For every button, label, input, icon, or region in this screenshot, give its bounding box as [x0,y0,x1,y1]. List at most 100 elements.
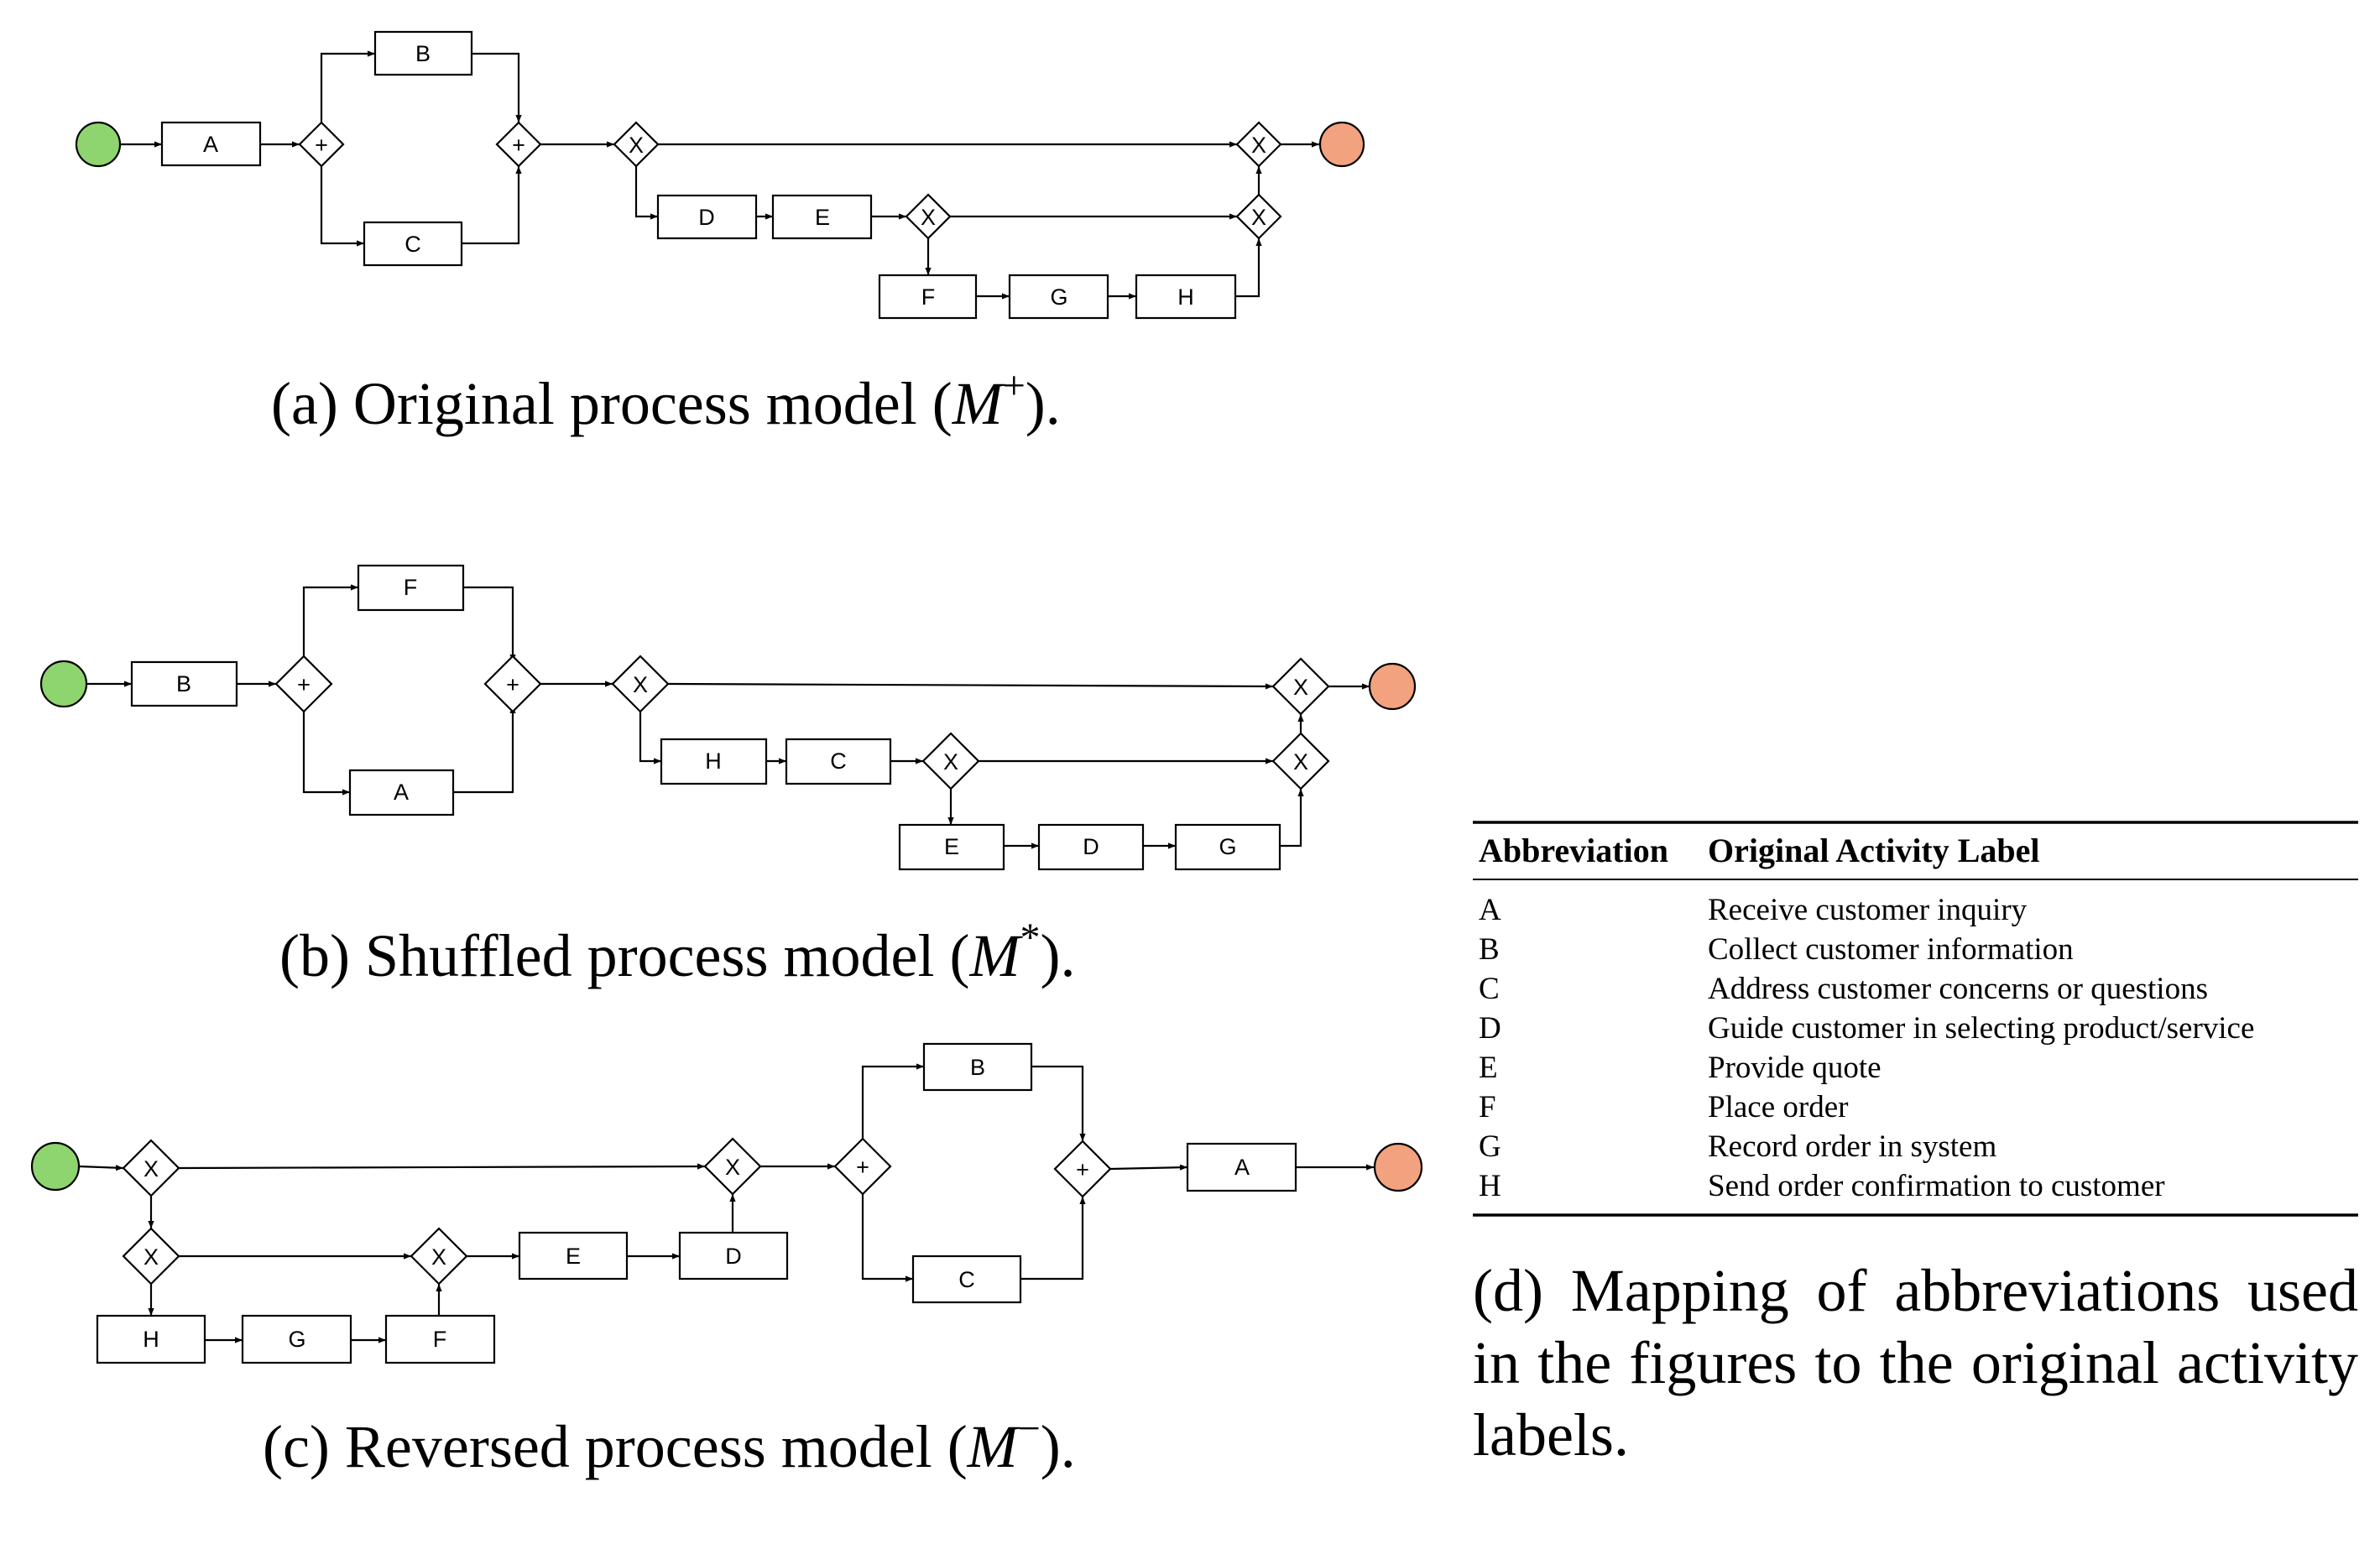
svg-text:D: D [698,205,715,230]
svg-text:D: D [725,1244,742,1269]
svg-text:E: E [815,205,830,230]
svg-text:H: H [143,1327,159,1352]
svg-text:+: + [856,1155,869,1180]
caption-original-model: (a) Original process model (M+). [271,363,1061,437]
svg-text:B: B [176,671,191,696]
exclusive-gateway: X [1271,732,1330,790]
activity-box: E [898,823,1005,871]
svg-text:B: B [415,41,431,66]
activity-box: A [160,121,262,167]
svg-text:Collect customer information: Collect customer information [1708,932,2074,967]
start-event [39,660,88,708]
svg-text:B: B [1479,932,1500,967]
activity-box: B [373,30,473,76]
svg-text:+: + [1076,1157,1089,1182]
end-event [1368,662,1417,711]
activity-box: C [363,221,463,267]
activity-box: C [911,1254,1022,1304]
svg-text:H: H [1177,284,1194,310]
table-header-abbreviation: Abbreviation [1479,832,1668,869]
svg-text:F: F [404,575,418,600]
svg-text:X: X [725,1155,740,1180]
exclusive-gateway: X [613,121,660,168]
exclusive-gateway: X [1271,657,1330,716]
end-event [1318,121,1365,168]
table-row: G Record order in system [1479,1129,1996,1164]
svg-text:X: X [431,1244,446,1270]
svg-text:H: H [1479,1169,1501,1203]
parallel-gateway: + [274,655,333,713]
svg-text:G: G [1050,284,1067,310]
activity-box: B [922,1042,1033,1092]
svg-text:X: X [943,749,958,775]
table-row: F Place order [1479,1090,1848,1124]
svg-text:D: D [1083,834,1099,859]
activity-box: B [130,660,238,707]
svg-text:C: C [958,1267,975,1292]
svg-text:A: A [203,132,218,157]
table-row: C Address customer concerns or questions [1479,972,2208,1006]
parallel-gateway: + [483,655,542,713]
svg-text:E: E [566,1244,581,1269]
activity-box: G [1174,823,1281,871]
svg-text:X: X [633,672,648,697]
svg-text:G: G [1219,834,1236,859]
activity-box: G [241,1314,352,1364]
activity-box: H [660,738,768,785]
activity-box: D [678,1231,789,1281]
svg-text:+: + [315,133,328,158]
svg-text:F: F [1479,1090,1496,1124]
activity-box: F [878,274,978,320]
svg-text:X: X [144,1244,159,1270]
activity-box: E [518,1231,629,1281]
exclusive-gateway: X [611,655,670,713]
svg-text:C: C [404,232,421,257]
parallel-gateway: + [495,121,542,168]
exclusive-gateway: X [410,1227,468,1286]
svg-text:+: + [506,672,519,697]
parallel-gateway: + [298,121,345,168]
svg-text:C: C [830,749,847,774]
activity-box: H [1135,274,1237,320]
table-row: B Collect customer information [1479,932,2074,967]
caption-mapping-table: (d) Mapping of abbreviations used in the… [1473,1257,2358,1468]
start-event [75,121,122,168]
svg-text:Send order confirmation to cus: Send order confirmation to customer [1708,1169,2165,1203]
svg-text:Place order: Place order [1708,1090,1848,1124]
svg-text:Guide customer in selecting pr: Guide customer in selecting product/serv… [1708,1011,2254,1046]
start-event [30,1141,81,1192]
diagram-original-model: A B C D E F G H + + X X X X [75,30,1365,320]
svg-text:Receive customer inquiry: Receive customer inquiry [1708,893,2028,927]
activity-box: D [656,194,758,240]
svg-text:G: G [1479,1129,1501,1164]
parallel-gateway: + [833,1137,892,1196]
exclusive-gateway: X [703,1137,762,1196]
svg-text:H: H [705,749,722,774]
svg-text:X: X [1251,133,1266,158]
svg-text:Address customer concerns or q: Address customer concerns or questions [1708,972,2208,1006]
svg-text:Record order in system: Record order in system [1708,1129,1996,1164]
svg-text:A: A [1234,1155,1250,1180]
table-row: H Send order confirmation to customer [1479,1169,2165,1203]
exclusive-gateway: X [122,1139,180,1197]
parallel-gateway: + [1053,1140,1112,1198]
svg-text:B: B [970,1055,985,1080]
diagram-shuffled-model: B F A H C E D G + + X X X X [39,564,1417,871]
activity-box: D [1037,823,1145,871]
diagram-reversed-model: H G F E D B C A X X X X + + [30,1042,1423,1364]
exclusive-gateway: X [921,732,980,790]
svg-text:X: X [1293,675,1308,700]
svg-text:C: C [1479,972,1500,1006]
svg-text:A: A [1479,893,1501,927]
caption-shuffled-model: (b) Shuffled process model (M*). [279,915,1075,989]
table-row: D Guide customer in selecting product/ser… [1479,1011,2254,1046]
svg-text:D: D [1479,1011,1501,1046]
svg-text:E: E [1479,1051,1498,1085]
activity-box: C [785,738,892,785]
table-row: A Receive customer inquiry [1479,893,2028,927]
activity-box: H [96,1314,206,1364]
svg-text:X: X [144,1156,159,1181]
svg-text:+: + [297,672,311,697]
exclusive-gateway: X [1235,193,1282,240]
